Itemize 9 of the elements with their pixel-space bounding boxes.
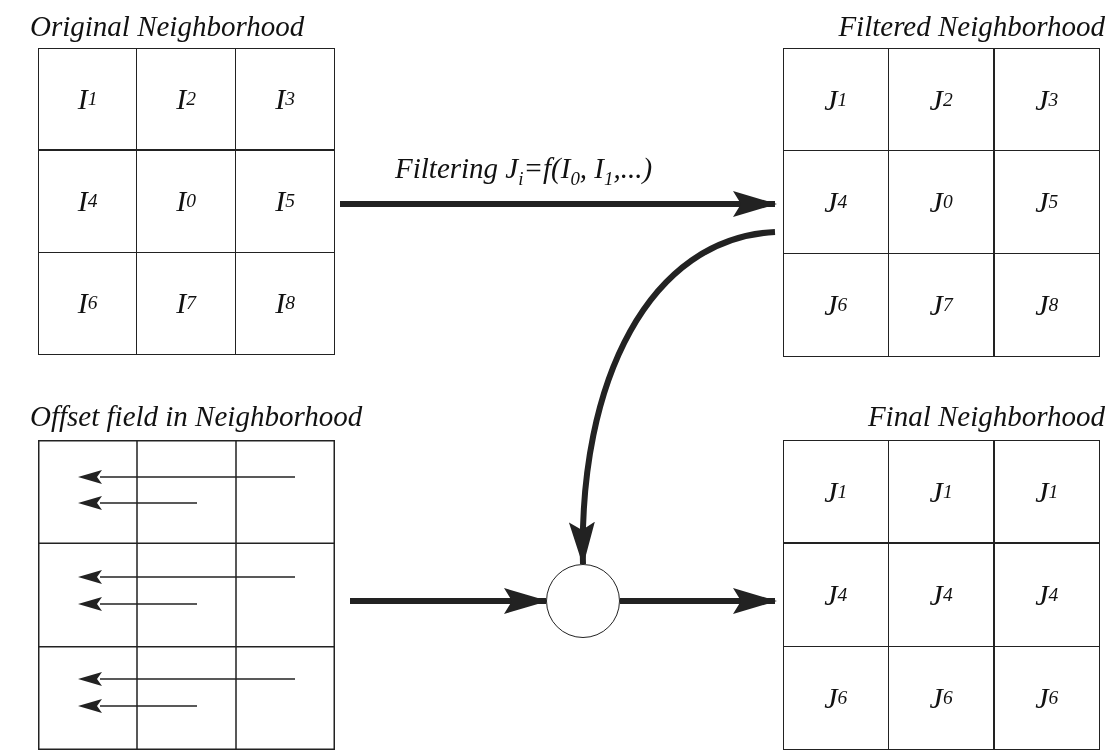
arrow: [340, 191, 777, 217]
grid-heading: Offset field in Neighborhood: [30, 399, 363, 434]
grid-heading: Original Neighborhood: [30, 9, 305, 44]
edge-label: Filtering J$_{i}$=f(I$_{0}$, I$_{1}$,...): [395, 151, 653, 191]
grid-heading: Final Neighborhood: [867, 399, 1105, 434]
arrow: [570, 229, 776, 566]
arrow: [620, 588, 777, 614]
grid-heading: Filtered Neighborhood: [838, 9, 1105, 44]
arrow: [350, 588, 548, 614]
